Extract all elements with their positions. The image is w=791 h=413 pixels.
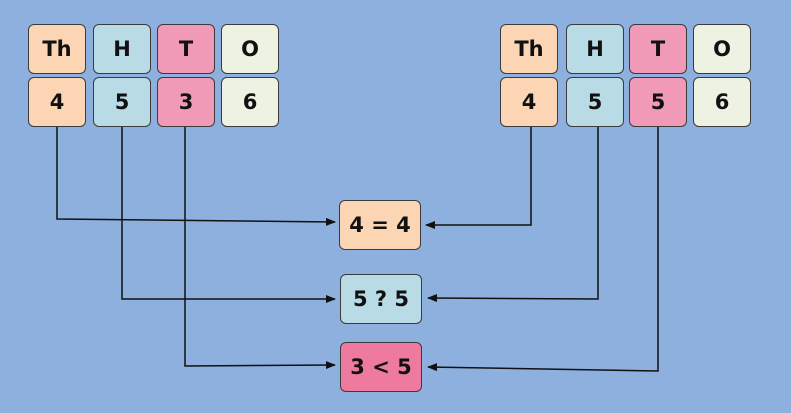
left-ones-digit: 6 bbox=[221, 77, 279, 127]
left-tens-header: T bbox=[157, 24, 215, 74]
thousands-comparison: 4 = 4 bbox=[339, 200, 421, 250]
left-tens-connector bbox=[184, 127, 336, 370]
right-thousands-header: Th bbox=[500, 24, 558, 74]
right-hundreds-digit: 5 bbox=[566, 77, 624, 127]
left-thousands-connector bbox=[56, 127, 336, 226]
right-tens-connector bbox=[427, 127, 659, 372]
right-hundreds-header: H bbox=[566, 24, 624, 74]
left-hundreds-header: H bbox=[93, 24, 151, 74]
right-tens-header: T bbox=[629, 24, 687, 74]
right-thousands-connector bbox=[425, 127, 532, 229]
tens-comparison: 3 < 5 bbox=[340, 342, 422, 392]
right-thousands-digit: 4 bbox=[500, 77, 558, 127]
left-hundreds-digit: 5 bbox=[93, 77, 151, 127]
right-ones-digit: 6 bbox=[693, 77, 751, 127]
left-tens-digit: 3 bbox=[157, 77, 215, 127]
left-hundreds-connector bbox=[121, 127, 336, 303]
hundreds-comparison: 5 ? 5 bbox=[340, 274, 422, 324]
left-ones-header: O bbox=[221, 24, 279, 74]
right-ones-header: O bbox=[693, 24, 751, 74]
right-tens-digit: 5 bbox=[629, 77, 687, 127]
right-hundreds-connector bbox=[427, 127, 599, 303]
left-thousands-header: Th bbox=[28, 24, 86, 74]
left-thousands-digit: 4 bbox=[28, 77, 86, 127]
